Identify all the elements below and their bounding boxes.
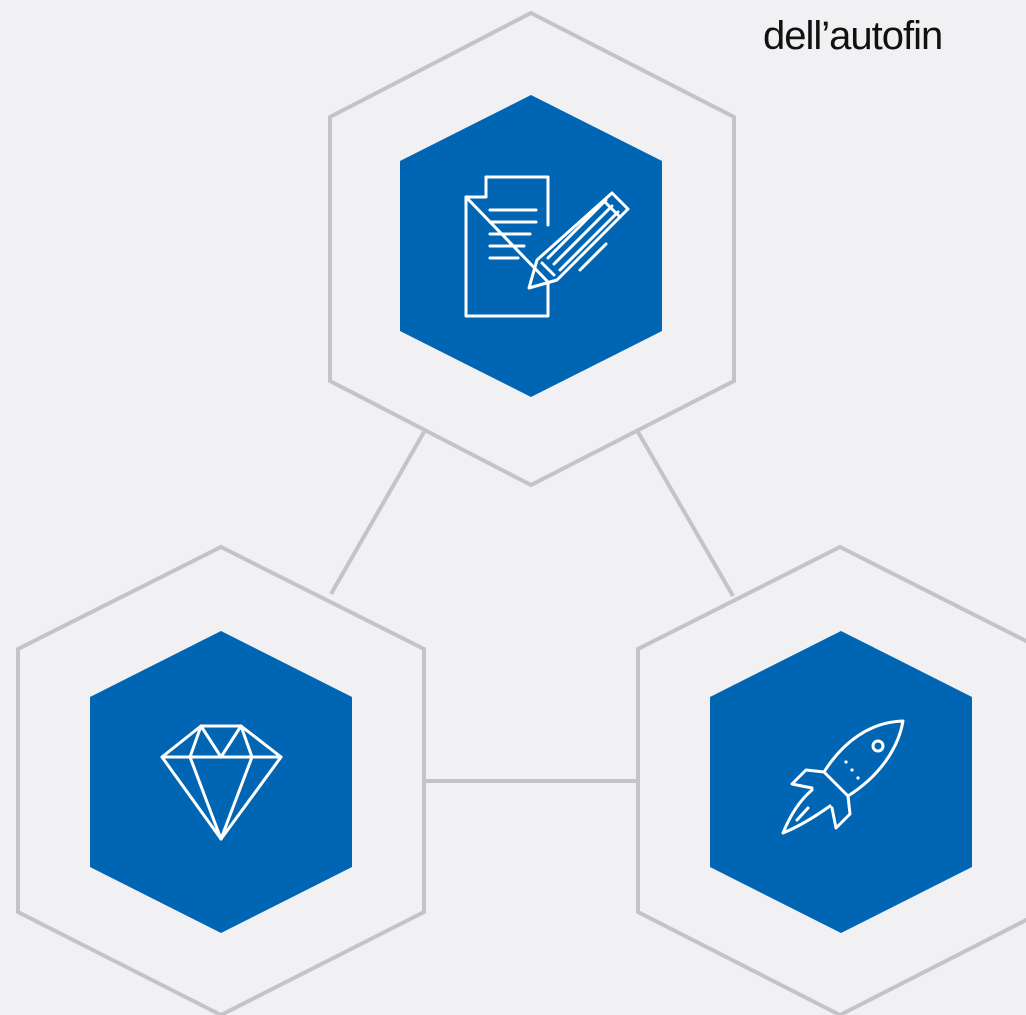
connector-top-right — [636, 430, 735, 598]
outer-hexagon — [16, 544, 426, 1015]
diamond-icon — [160, 724, 283, 841]
node-top — [328, 10, 736, 488]
connectors — [329, 430, 735, 783]
connector-top-left — [329, 431, 426, 595]
outer-hexagon — [328, 10, 736, 488]
rocket-icon — [781, 719, 905, 835]
heading-text: dell’autofin — [763, 14, 943, 58]
inner-hexagon — [710, 631, 972, 933]
node-bottom-right — [636, 544, 1026, 1015]
inner-hexagon — [400, 95, 662, 397]
document-pencil-icon — [464, 175, 630, 318]
inner-hexagon — [90, 631, 352, 933]
node-bottom-left — [16, 544, 426, 1015]
outer-hexagon — [636, 544, 1026, 1015]
